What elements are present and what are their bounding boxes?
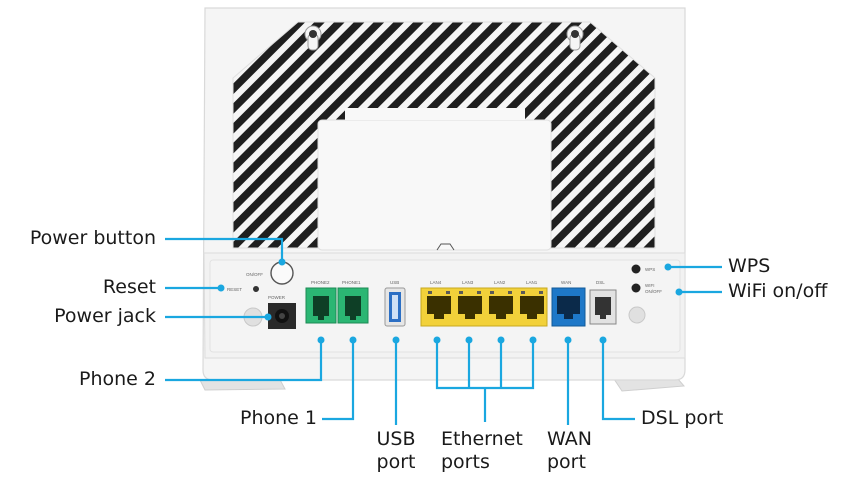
- lan1-port[interactable]: [520, 291, 544, 319]
- label-dsl: DSL: [596, 280, 605, 285]
- label-power: POWER: [268, 295, 286, 300]
- lan2-port[interactable]: [489, 291, 513, 319]
- callout-wifi: WiFi on/off: [728, 280, 828, 302]
- label-lan2: LAN2: [494, 280, 506, 285]
- callout-power-button: Power button: [29, 227, 156, 249]
- callout-phone1: Phone 1: [240, 407, 317, 429]
- callout-ethernet-line1: Ethernet: [441, 428, 523, 450]
- label-usb: USB: [390, 280, 399, 285]
- power-jack[interactable]: [268, 303, 296, 329]
- callout-wan-line2: port: [547, 451, 586, 473]
- callout-usb: USB port: [366, 428, 426, 474]
- label-lan3: LAN3: [462, 280, 474, 285]
- callout-usb-line1: USB: [376, 428, 416, 450]
- callout-usb-line2: port: [376, 451, 416, 473]
- lan4-port[interactable]: [427, 291, 451, 319]
- callout-wps: WPS: [728, 255, 771, 277]
- label-phone2: PHONE2: [311, 280, 330, 285]
- wifi-button[interactable]: [631, 283, 641, 293]
- wps-button[interactable]: [631, 264, 641, 274]
- label-lan4: LAN4: [430, 280, 442, 285]
- callout-ethernet-line2: ports: [441, 451, 490, 473]
- lan3-port[interactable]: [458, 291, 482, 319]
- callout-wan: WAN port: [547, 428, 592, 474]
- label-wan: WAN: [561, 280, 571, 285]
- center-panel: [317, 119, 552, 251]
- wall-mount-keyhole-left: [304, 25, 322, 51]
- reset-button[interactable]: [253, 286, 259, 292]
- label-wps: WPS: [645, 267, 655, 272]
- label-lan1: LAN1: [526, 280, 538, 285]
- callout-reset: Reset: [102, 276, 156, 298]
- callout-phone2: Phone 2: [79, 368, 156, 390]
- label-reset: RESET: [227, 287, 242, 292]
- label-wifi-1: WIFI: [645, 283, 655, 288]
- wan-port[interactable]: [551, 287, 586, 327]
- label-on-off: ON/OFF: [246, 272, 263, 277]
- callout-power-jack: Power jack: [54, 305, 156, 327]
- label-phone1: PHONE1: [342, 280, 361, 285]
- dsl-port[interactable]: [589, 289, 617, 325]
- wall-mount-keyhole-right: [566, 25, 584, 51]
- leader-lines: [165, 237, 722, 425]
- callout-dsl: DSL port: [641, 407, 724, 429]
- usb-port[interactable]: [384, 287, 406, 327]
- leader-dots: [217, 258, 683, 344]
- callout-wan-line1: WAN: [547, 428, 592, 450]
- label-wifi-2: ON/OFF: [645, 289, 662, 294]
- callout-ethernet: Ethernet ports: [441, 428, 523, 474]
- screw-right: [628, 306, 646, 324]
